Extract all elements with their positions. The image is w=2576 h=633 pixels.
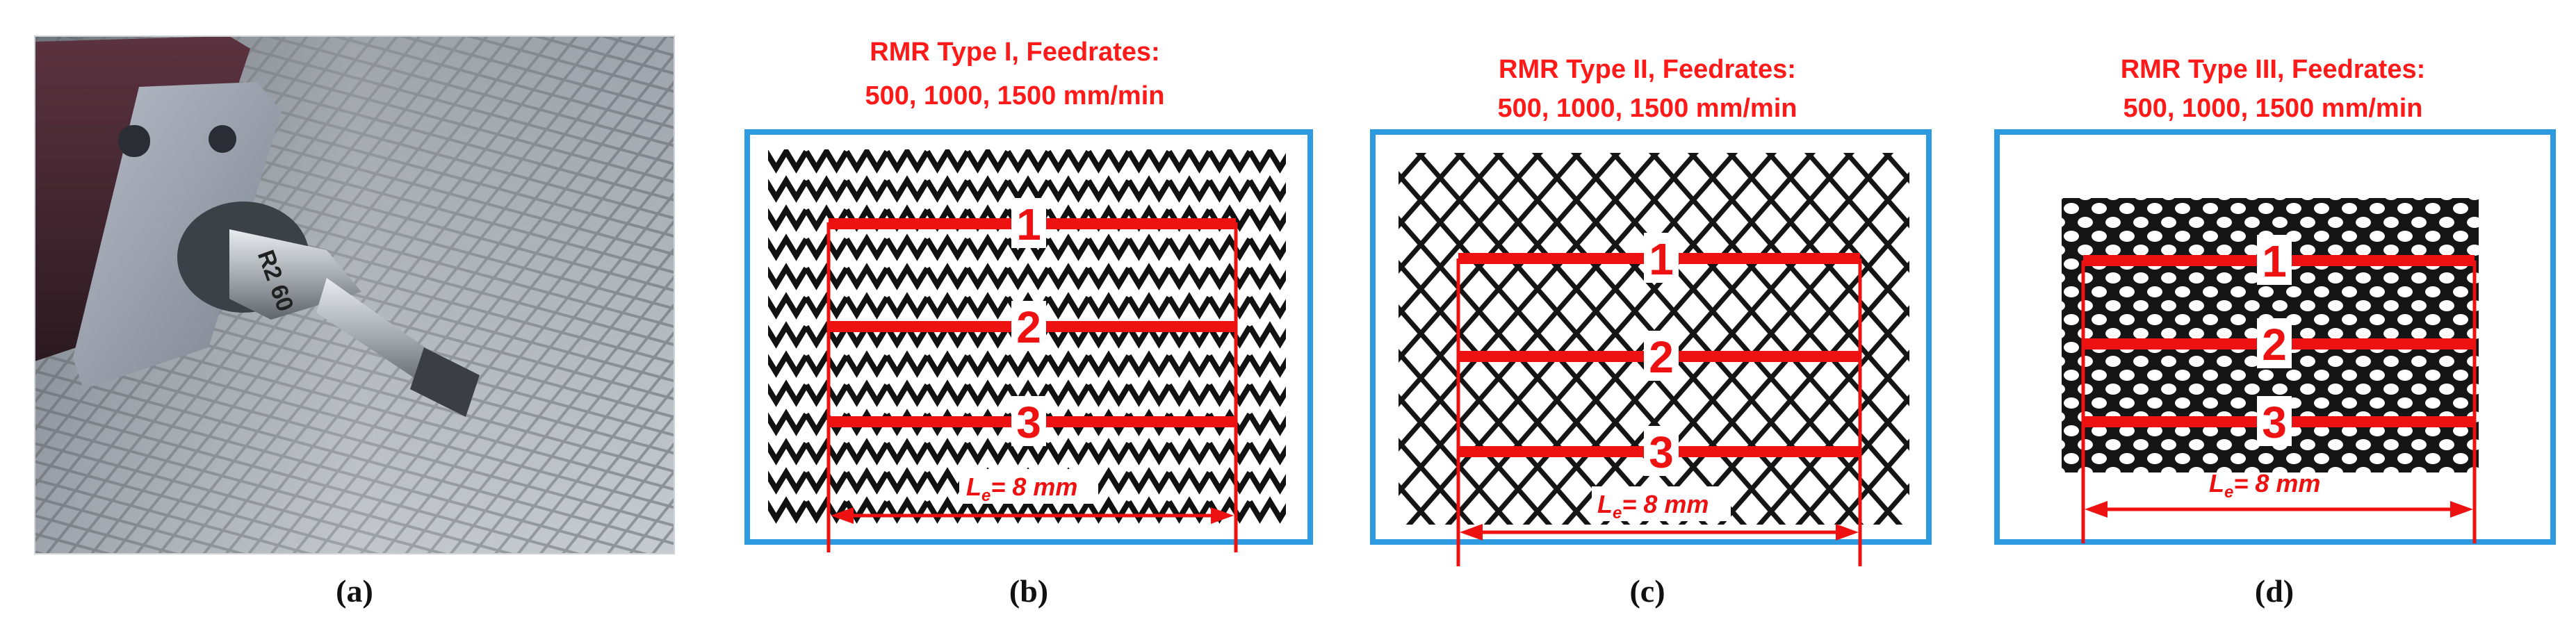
scan-number-bg	[2257, 235, 2292, 285]
scan-number-bg	[1011, 198, 1046, 248]
length-value: = 8 mm	[2233, 469, 2320, 498]
scan-number-3: 3	[1016, 397, 1041, 447]
scan-number-3: 3	[1649, 427, 1674, 477]
photo-panel: R2 60	[34, 35, 675, 554]
panel-title-line1: RMR Type II, Feedrates:	[1499, 55, 1796, 84]
panel-type-3: RMR Type III, Feedrates: 500, 1000, 1500…	[1994, 55, 2556, 545]
scan-number-bg	[1644, 331, 1679, 381]
scan-number-bg	[2257, 318, 2292, 368]
scan-number-bg	[1644, 426, 1679, 476]
probe-tip	[410, 347, 480, 417]
scan-number-1: 1	[1649, 234, 1674, 284]
scan-number-2: 2	[1649, 332, 1674, 382]
caption-d: (d)	[2255, 573, 2294, 609]
panel-title-line2: 500, 1000, 1500 mm/min	[1498, 94, 1798, 123]
caption-c: (c)	[1629, 573, 1665, 609]
caption-b: (b)	[1009, 573, 1048, 609]
length-subscript: e	[1613, 504, 1622, 523]
panel-type-1: RMR Type I, Feedrates: 500, 1000, 1500 m…	[744, 38, 1313, 552]
length-label: Le= 8 mm	[1597, 490, 1709, 523]
scan-number-2: 2	[1016, 302, 1041, 352]
device-end-cap	[73, 82, 282, 389]
scan-number-bg	[1644, 233, 1679, 283]
length-value: = 8 mm	[991, 472, 1077, 501]
length-label: Le= 8 mm	[2209, 469, 2320, 502]
photo-frame	[34, 35, 675, 554]
length-label-bg	[1592, 486, 1731, 521]
scan-number-bg	[1011, 301, 1046, 351]
length-arrowhead-left	[2085, 501, 2108, 518]
scan-number-bg	[2257, 396, 2292, 446]
length-label: Le= 8 mm	[966, 472, 1077, 505]
length-symbol: L	[966, 472, 981, 501]
screw-hole	[118, 125, 150, 157]
panel-title-line2: 500, 1000, 1500 mm/min	[865, 81, 1165, 110]
caption-a: (a)	[336, 573, 373, 609]
panel-type-2: RMR Type II, Feedrates: 500, 1000, 1500 …	[1370, 55, 1932, 566]
length-arrowhead-right	[1836, 524, 1859, 541]
length-arrowhead-left	[1460, 524, 1483, 541]
length-subscript: e	[2224, 483, 2233, 502]
length-symbol: L	[2209, 469, 2224, 498]
panel-title-line1: RMR Type III, Feedrates:	[2121, 55, 2426, 84]
panel-title-line2: 500, 1000, 1500 mm/min	[2123, 94, 2423, 123]
scan-number-1: 1	[1016, 199, 1041, 249]
length-arrowhead-right	[2450, 501, 2473, 518]
scan-number-3: 3	[2262, 397, 2287, 447]
length-arrowhead-right	[1211, 507, 1234, 524]
panel-title-line1: RMR Type I, Feedrates:	[870, 38, 1159, 67]
length-subscript: e	[981, 486, 991, 505]
length-label-bg	[959, 469, 1098, 504]
probe-shaft	[316, 278, 445, 389]
length-arrowhead-left	[831, 507, 854, 524]
scan-number-bg	[1011, 396, 1046, 446]
scan-number-2: 2	[2262, 320, 2287, 370]
screw-hole	[209, 125, 236, 153]
length-value: = 8 mm	[1622, 490, 1709, 518]
profilometer-device: R2 60	[35, 36, 480, 417]
scan-number-1: 1	[2262, 236, 2287, 286]
length-symbol: L	[1597, 490, 1613, 518]
